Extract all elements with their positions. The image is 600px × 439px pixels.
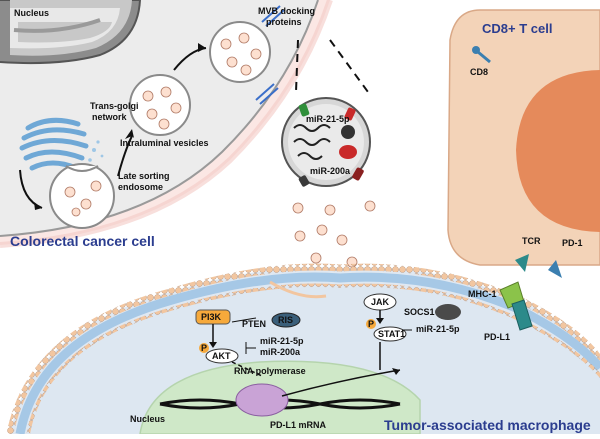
docking-proteins-mark [255,5,285,105]
cd8-label: CD8 [470,67,488,77]
cd8t-title: CD8+ T cell [482,21,552,36]
pi3k-label: PI3K [201,312,222,322]
trans-golgi-label: Trans-golgi [90,101,139,111]
cd8-receptor-icon [472,46,491,64]
pdl1-label: PD-L1 [484,332,510,342]
socs1-label: SOCS1 [404,307,435,317]
late-sorting-endosome [49,163,115,229]
mir200-left-label: miR-200a [260,347,301,357]
stat1-label: STAT1 [378,329,405,339]
trans-golgi-label-2: network [92,112,128,122]
mir21-left-label: miR-21-5p [260,336,304,346]
pdl1-mrna-label: PD-L1 mRNA [270,420,327,430]
mvb-docking-body [209,21,271,83]
macrophage-title: Tumor-associated macrophage [384,417,591,433]
jak-pathway: JAK P STAT1 SOCS1 miR-21-5p [363,293,461,370]
released-exosomes [292,200,376,268]
exosome-zoom: miR-21-5p miR-200a [281,39,371,187]
late-sorting-label-2: endosome [118,182,163,192]
pi3k-pathway: PI3K P AKT PTEN RIS miR-21-5p miR-200a [195,309,304,377]
mvb-label-2: proteins [266,17,302,27]
pten-label: PTEN [242,319,266,329]
p-label-2: P [368,319,374,329]
pd1-label: PD-1 [562,238,583,248]
p-label-1: P [201,343,207,353]
colorectal-cancer-cell: Nucleus Trans-golgi network Intraluminal… [0,0,333,249]
tcr-label: TCR [522,236,541,246]
mhc-label: MHC-1 [468,289,497,299]
rnapol-label: RNA polymerase [234,366,306,376]
cancer-nucleus [0,0,142,65]
transcription: RNA polymerase PD-L1 mRNA Nucleus [130,366,401,430]
mir200-top-label: miR-200a [310,166,351,176]
nucleus-bottom-label: Nucleus [130,414,165,424]
mir21-top-label: miR-21-5p [306,114,350,124]
mir21-right-label: miR-21-5p [416,324,460,334]
akt-label: AKT [212,351,231,361]
mvb-label: MVB docking [258,6,315,16]
cd8-t-cell: CD8+ T cell CD8 [447,9,600,266]
receptors: MHC-1 TCR PD-1 PD-L1 [468,236,583,342]
nucleus-top-label: Nucleus [14,8,49,18]
ris-label: RIS [278,315,293,325]
jak-label: JAK [371,297,390,307]
colorectal-title: Colorectal cancer cell [10,233,155,249]
intraluminal-label: Intraluminal vesicles [120,138,209,148]
late-sorting-label: Late sorting [118,171,170,181]
intraluminal-vesicle-body [129,74,191,136]
